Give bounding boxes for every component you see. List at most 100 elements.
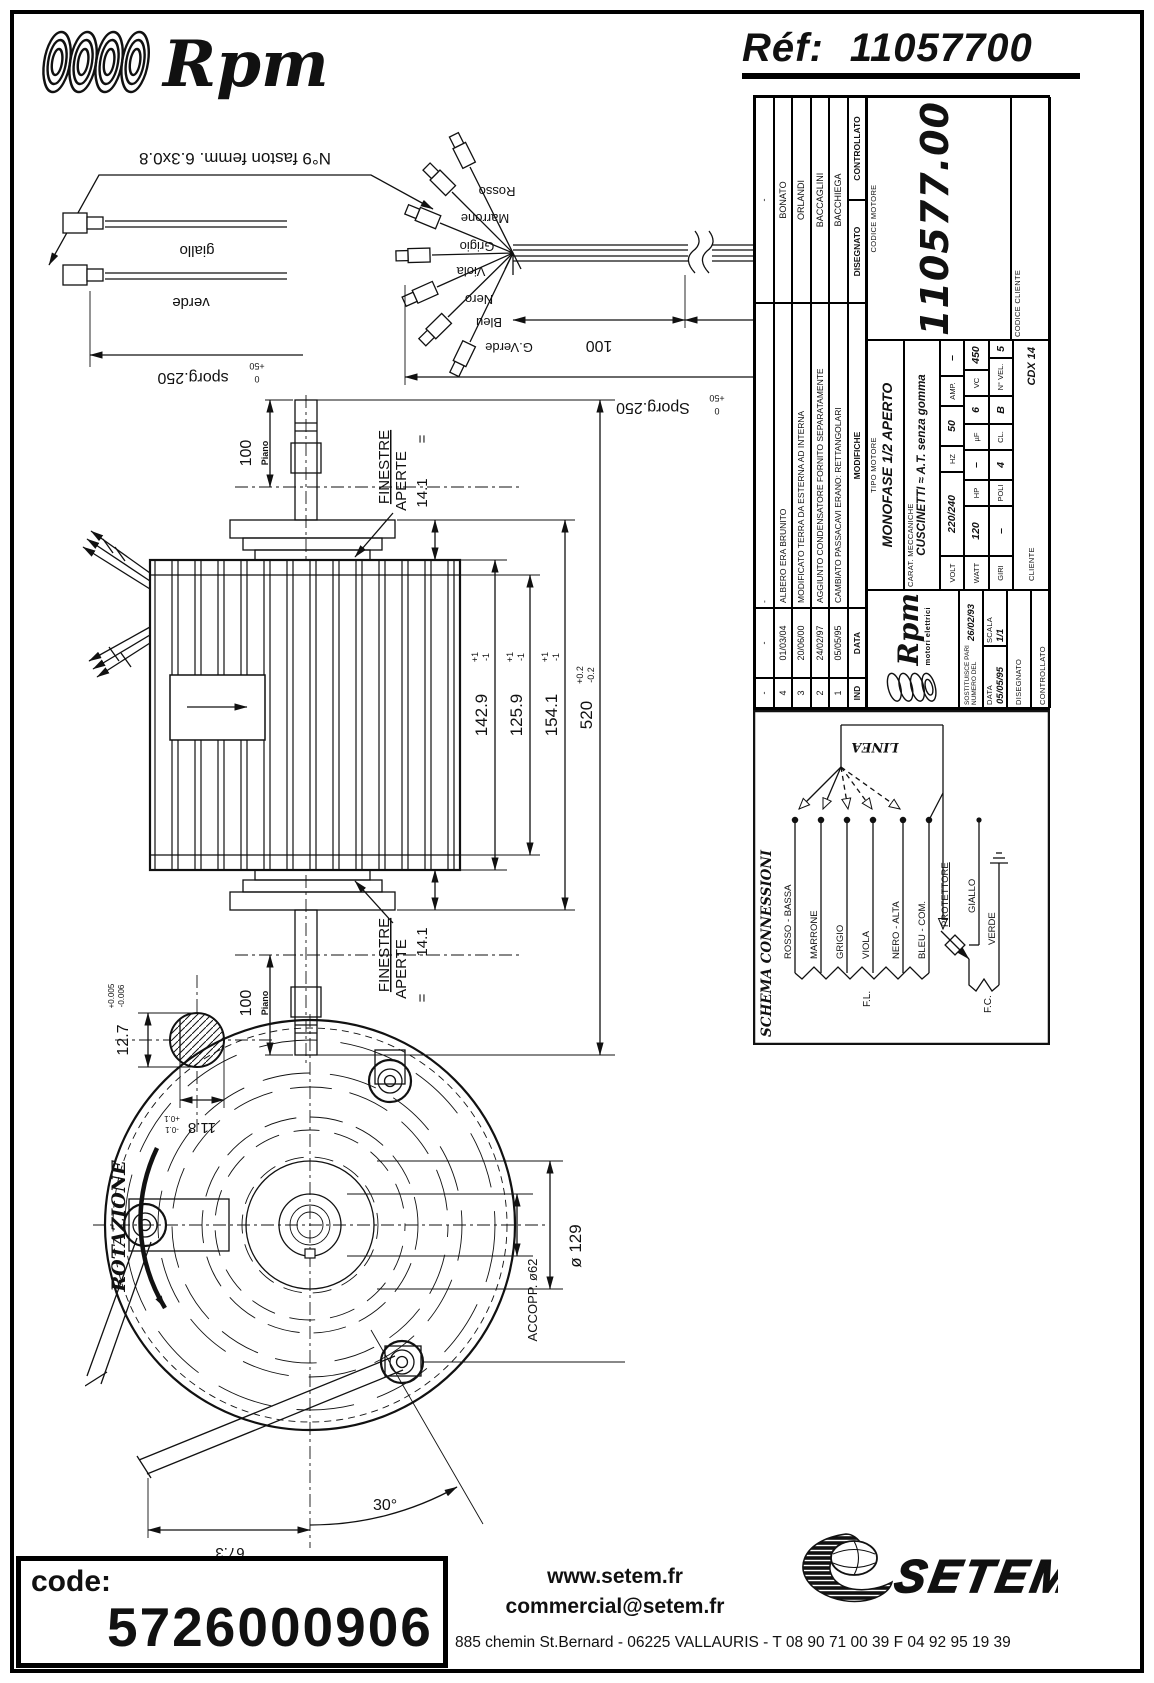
rev-date: - [755, 608, 774, 678]
dim-1259-tolp: +1 [505, 652, 515, 662]
shaft-dia-tolm: -0.006 [117, 984, 126, 1007]
shaft-dim-top: 100 [238, 440, 255, 467]
spec-label: POLI [988, 480, 1013, 506]
sostituisce-cell: SOSTITUISCE PARI NUMERO DEL 26/02/93 [959, 590, 983, 708]
disegnato-cell: DISEGNATO BACCHIEGA [1007, 590, 1031, 708]
dim-1259-tolm: -1 [516, 653, 526, 661]
bundle-tol-top: +50 [709, 393, 724, 403]
rpm-logo-small: Rpm motori elettrici [867, 590, 959, 708]
shaft-section-detail: 12.7 +0.005 -0.006 11.8 +0.1 -0.1 [107, 975, 275, 1136]
carat-value: CUSCINETTI ≈ A.T. senza gomma [916, 374, 928, 556]
code-label: code: [31, 1565, 112, 1598]
dim-1259: 125.9 [507, 694, 526, 737]
dim-141-bottom: 14.1 [414, 927, 431, 956]
finestre-top-1: FINESTRE [376, 430, 393, 504]
data-value: 05/05/95 [995, 667, 1006, 704]
hub [245, 1160, 375, 1290]
spec-value: B [988, 396, 1013, 424]
bundle-wire-viola: Viola [456, 264, 485, 279]
spec-label: N° VEL. [988, 358, 1013, 396]
rev-header-controllato: CONTROLLATO [847, 97, 866, 200]
title-block-main: Rpm motori elettrici SOSTITUISCE PARI NU… [866, 97, 1051, 708]
cliente-label: CLIENTE [1027, 547, 1037, 581]
spec-label: VC [964, 370, 989, 396]
controllato-label: CONTROLLATO [1038, 646, 1047, 705]
spec-value: – [940, 340, 965, 376]
faston-detail-drawing: N°9 faston femm. 6.3x0.8 giallo verde sp… [48, 149, 434, 386]
finestre-bottom-1: FINESTRE [376, 918, 393, 992]
shaft-dia: 12.7 [115, 1024, 132, 1055]
spec-value: 4 [988, 450, 1013, 480]
motor-front-view: ROTAZIONE ACCOPP. ø62 ø 129 30° 67.3 [85, 1014, 625, 1561]
carat-label: CARAT. MECCANICHE [906, 503, 915, 587]
logo-text: Rpm [891, 593, 925, 666]
code-box: code: 5726000906 [16, 1556, 448, 1668]
equal-bottom: = [414, 993, 431, 1002]
setem-swoosh-icon [802, 1533, 894, 1603]
faston-dim: sporg.250 [157, 369, 228, 386]
rev-ind: 1 [829, 678, 848, 708]
spec-label: HP [964, 480, 989, 506]
title-block: - - - - 4 01/03/04 ALBERO ERA BRUNITO BO… [753, 95, 1051, 710]
protettore-label: PROTETTORE [940, 862, 951, 927]
schema-connessioni-drawing: SCHEMA CONNESSIONI ROSSO - BASSA MARRONE… [753, 710, 1050, 1045]
controllato-cell: CONTROLLATO [1031, 590, 1051, 708]
spec-label: WATT [964, 556, 989, 590]
spec-value: 450 [964, 340, 989, 370]
giallo-label: GIALLO [967, 879, 978, 913]
protettore-symbol [940, 930, 970, 960]
rev-header-date: DATA [847, 608, 866, 678]
rev-date: 20/06/00 [792, 608, 811, 678]
schema-wire-3: VIOLA [861, 930, 872, 959]
top-shaft [229, 399, 396, 561]
rotazione-label: ROTAZIONE [108, 1160, 130, 1293]
sostituisce-label: SOSTITUISCE PARI NUMERO DEL [964, 645, 978, 705]
codice-motore-label: CODICE MOTORE [869, 184, 878, 253]
faston-tol-bottom: 0 [254, 374, 259, 384]
schema-wire-4: NERO - ALTA [891, 901, 902, 959]
schema-wire-1: MARRONE [809, 910, 820, 959]
wire-label-verde: verde [172, 294, 210, 311]
rev-ind: 4 [773, 678, 792, 708]
wire-verde [62, 264, 287, 286]
rev-header-ind: IND [847, 678, 866, 708]
sheet-border [10, 10, 1144, 1673]
bundle-wire-bleu: Bleu [476, 315, 502, 330]
fc-label: F.C. [983, 995, 994, 1013]
rev-date: 05/05/95 [829, 608, 848, 678]
data-cell: DATA 05/05/95 [983, 646, 1007, 708]
setem-text: SETEM [891, 1550, 1058, 1602]
codice-cliente-label: CODICE CLIENTE [1013, 269, 1022, 337]
fl-label: F.L. [862, 991, 873, 1007]
wire-giallo [62, 212, 287, 234]
brand-text: Rpm [161, 27, 329, 102]
cable-exit [82, 530, 151, 678]
address-line: 885 chemin St.Bernard - 06225 VALLAURIS … [455, 1634, 1011, 1651]
codice-motore-value: 110577.00 [913, 101, 957, 336]
dim-1429-tolm: -1 [481, 653, 491, 661]
accopp-dim: ACCOPP. ø62 [525, 1259, 540, 1342]
spec-label: HZ [940, 446, 965, 472]
finestre-top-2: APERTE [393, 451, 410, 511]
rpm-logo: Rpm [42, 27, 329, 102]
rev-desc: AGGIUNTO CONDENSATORE FORNITO SEPARATAME… [810, 303, 829, 608]
schema-wires [791, 816, 933, 973]
rev-desc: CAMBIATO PASSACAVI ERANO: RETTANGOLARI [829, 303, 848, 608]
tipo-motore-cell: TIPO MOTORE MONOFASE 1/2 APERTO [867, 340, 904, 590]
dim-520: 520 [577, 701, 596, 729]
faston-tol-top: +50 [249, 361, 264, 371]
schema-wire-2: GRIGIO [835, 925, 846, 959]
wire-label-giallo: giallo [179, 242, 214, 259]
rev-desc: - [755, 303, 774, 608]
bundle-wire-rosso: Rosso [479, 184, 516, 199]
spec-label: GIRI [988, 556, 1013, 590]
motor-body [148, 558, 462, 872]
shaft-dia-tolp: +0.005 [107, 983, 116, 1008]
spec-value: 50 [940, 406, 965, 446]
shaft-dim-bottom: 100 [238, 990, 255, 1017]
fc-winding [968, 959, 1000, 992]
shaft-flat-tolp: +0.1 [164, 1114, 180, 1123]
bundle-dim-a: 100 [586, 337, 613, 354]
disegnato-label: DISEGNATO [1014, 658, 1023, 705]
rev-header-disegnato: DISEGNATO [847, 200, 866, 303]
